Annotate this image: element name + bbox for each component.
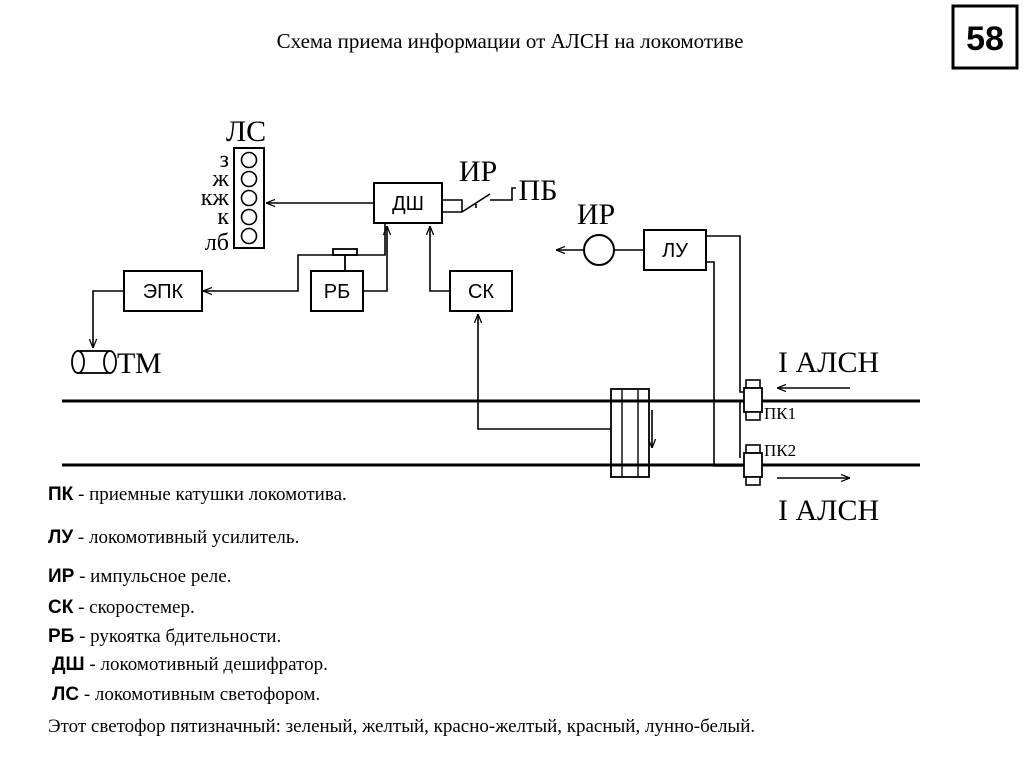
vigilance-handle-label: РБ — [324, 281, 350, 303]
wire-lu-to-pk2 — [706, 261, 752, 467]
wire-sk-to-dsh — [430, 226, 450, 292]
pb-label: ПБ — [519, 174, 558, 207]
aspect-label-green: З — [220, 147, 229, 173]
epk-label: ЭПК — [143, 281, 184, 303]
legend-text: - локомотивный усилитель. — [73, 527, 300, 548]
aspect-label-yellow: Ж — [211, 166, 229, 192]
alsn-label-bottom: I АЛСН — [778, 494, 879, 527]
legend-abbr: РБ — [48, 626, 75, 647]
wire-epk-to-tm — [93, 290, 124, 348]
pk2-cap-top — [745, 444, 761, 454]
signal-lamp-yellow — [240, 170, 258, 188]
legend-abbr: ЛУ — [48, 527, 74, 548]
pk2-coil — [743, 452, 763, 478]
legend-item-rb: РБ - рукоятка бдительности. — [48, 626, 281, 648]
impulse-relay-label-top: ИР — [459, 155, 497, 188]
pk1-coil — [743, 387, 763, 413]
legend-text: - рукоятка бдительности. — [74, 626, 282, 647]
signal-lamp-moon-white — [240, 227, 258, 245]
pk1-cap-top — [745, 379, 761, 389]
legend-abbr: ПК — [48, 484, 74, 505]
legend-item-ls: ЛС - локомотивным светофором. — [52, 684, 320, 706]
brake-pipe-label: ТМ — [117, 347, 162, 380]
page-number-frame — [951, 4, 1019, 70]
wire-dsh-to-epk — [203, 223, 386, 291]
amplifier-label-text: ЛУ — [662, 240, 688, 262]
aspect-label-red: К — [217, 204, 229, 230]
decoder-block — [373, 182, 443, 224]
speedometer-label: СК — [468, 281, 494, 303]
legend-text: - импульсное реле. — [74, 566, 232, 587]
impulse-relay-symbol — [583, 234, 615, 266]
legend-item-dsh: ДШ - локомотивный дешифратор. — [52, 654, 328, 676]
vigilance-handle-knob — [332, 248, 358, 256]
amplifier-block — [643, 229, 707, 271]
brake-pipe-end-right — [103, 350, 117, 374]
relay-contact — [442, 187, 516, 213]
speedometer-block — [449, 270, 513, 312]
wire-rb-to-dsh — [363, 226, 387, 292]
legend-item-ir: ИР - импульсное реле. — [48, 566, 231, 588]
page-title: Схема приема информации от АЛСН на локом… — [277, 29, 744, 53]
brake-pipe-end-left — [71, 350, 85, 374]
page-number: 58 — [966, 20, 1004, 58]
pk2-label: ПК2 — [764, 441, 796, 460]
axle-sensor — [610, 388, 650, 478]
footer-note: Этот светофор пятизначный: зеленый, желт… — [48, 716, 756, 737]
legend-abbr: ИР — [48, 566, 75, 587]
aspect-label-moon-white: ЛБ — [205, 230, 229, 256]
legend-item-sk: СК - скоростемер. — [48, 597, 195, 619]
legend-abbr: ЛС — [52, 684, 80, 705]
alsn-label-top: I АЛСН — [778, 346, 879, 379]
wire-sensor-to-sk — [478, 314, 611, 430]
legend-text: - приемные катушки локомотива. — [73, 484, 347, 505]
vigilance-handle-block — [310, 270, 364, 312]
legend-text: - скоростемер. — [73, 597, 195, 618]
decoder-label: ДШ — [392, 193, 424, 215]
locomotive-signal-body — [233, 147, 265, 249]
pk1-cap-bottom — [745, 411, 761, 421]
legend-abbr: СК — [48, 597, 74, 618]
legend-text: - локомотивным светофором. — [79, 684, 321, 705]
pk1-label: ПК1 — [764, 404, 796, 423]
pk2-cap-bottom — [745, 476, 761, 486]
signal-lamp-red-yellow — [240, 189, 258, 207]
impulse-relay-label-right: ИР — [577, 198, 615, 231]
legend-item-lu: ЛУ - локомотивный усилитель. — [48, 527, 299, 549]
epk-block — [123, 270, 203, 312]
wire-lu-to-pk1 — [706, 235, 752, 393]
signal-label: ЛС — [226, 115, 266, 148]
legend-abbr: ДШ — [52, 654, 85, 675]
signal-lamp-green — [240, 151, 258, 169]
legend-item-pk: ПК - приемные катушки локомотива. — [48, 484, 347, 506]
signal-lamp-red — [240, 208, 258, 226]
legend-text: - локомотивный дешифратор. — [84, 654, 328, 675]
aspect-label-red-yellow: КЖ — [201, 185, 230, 211]
